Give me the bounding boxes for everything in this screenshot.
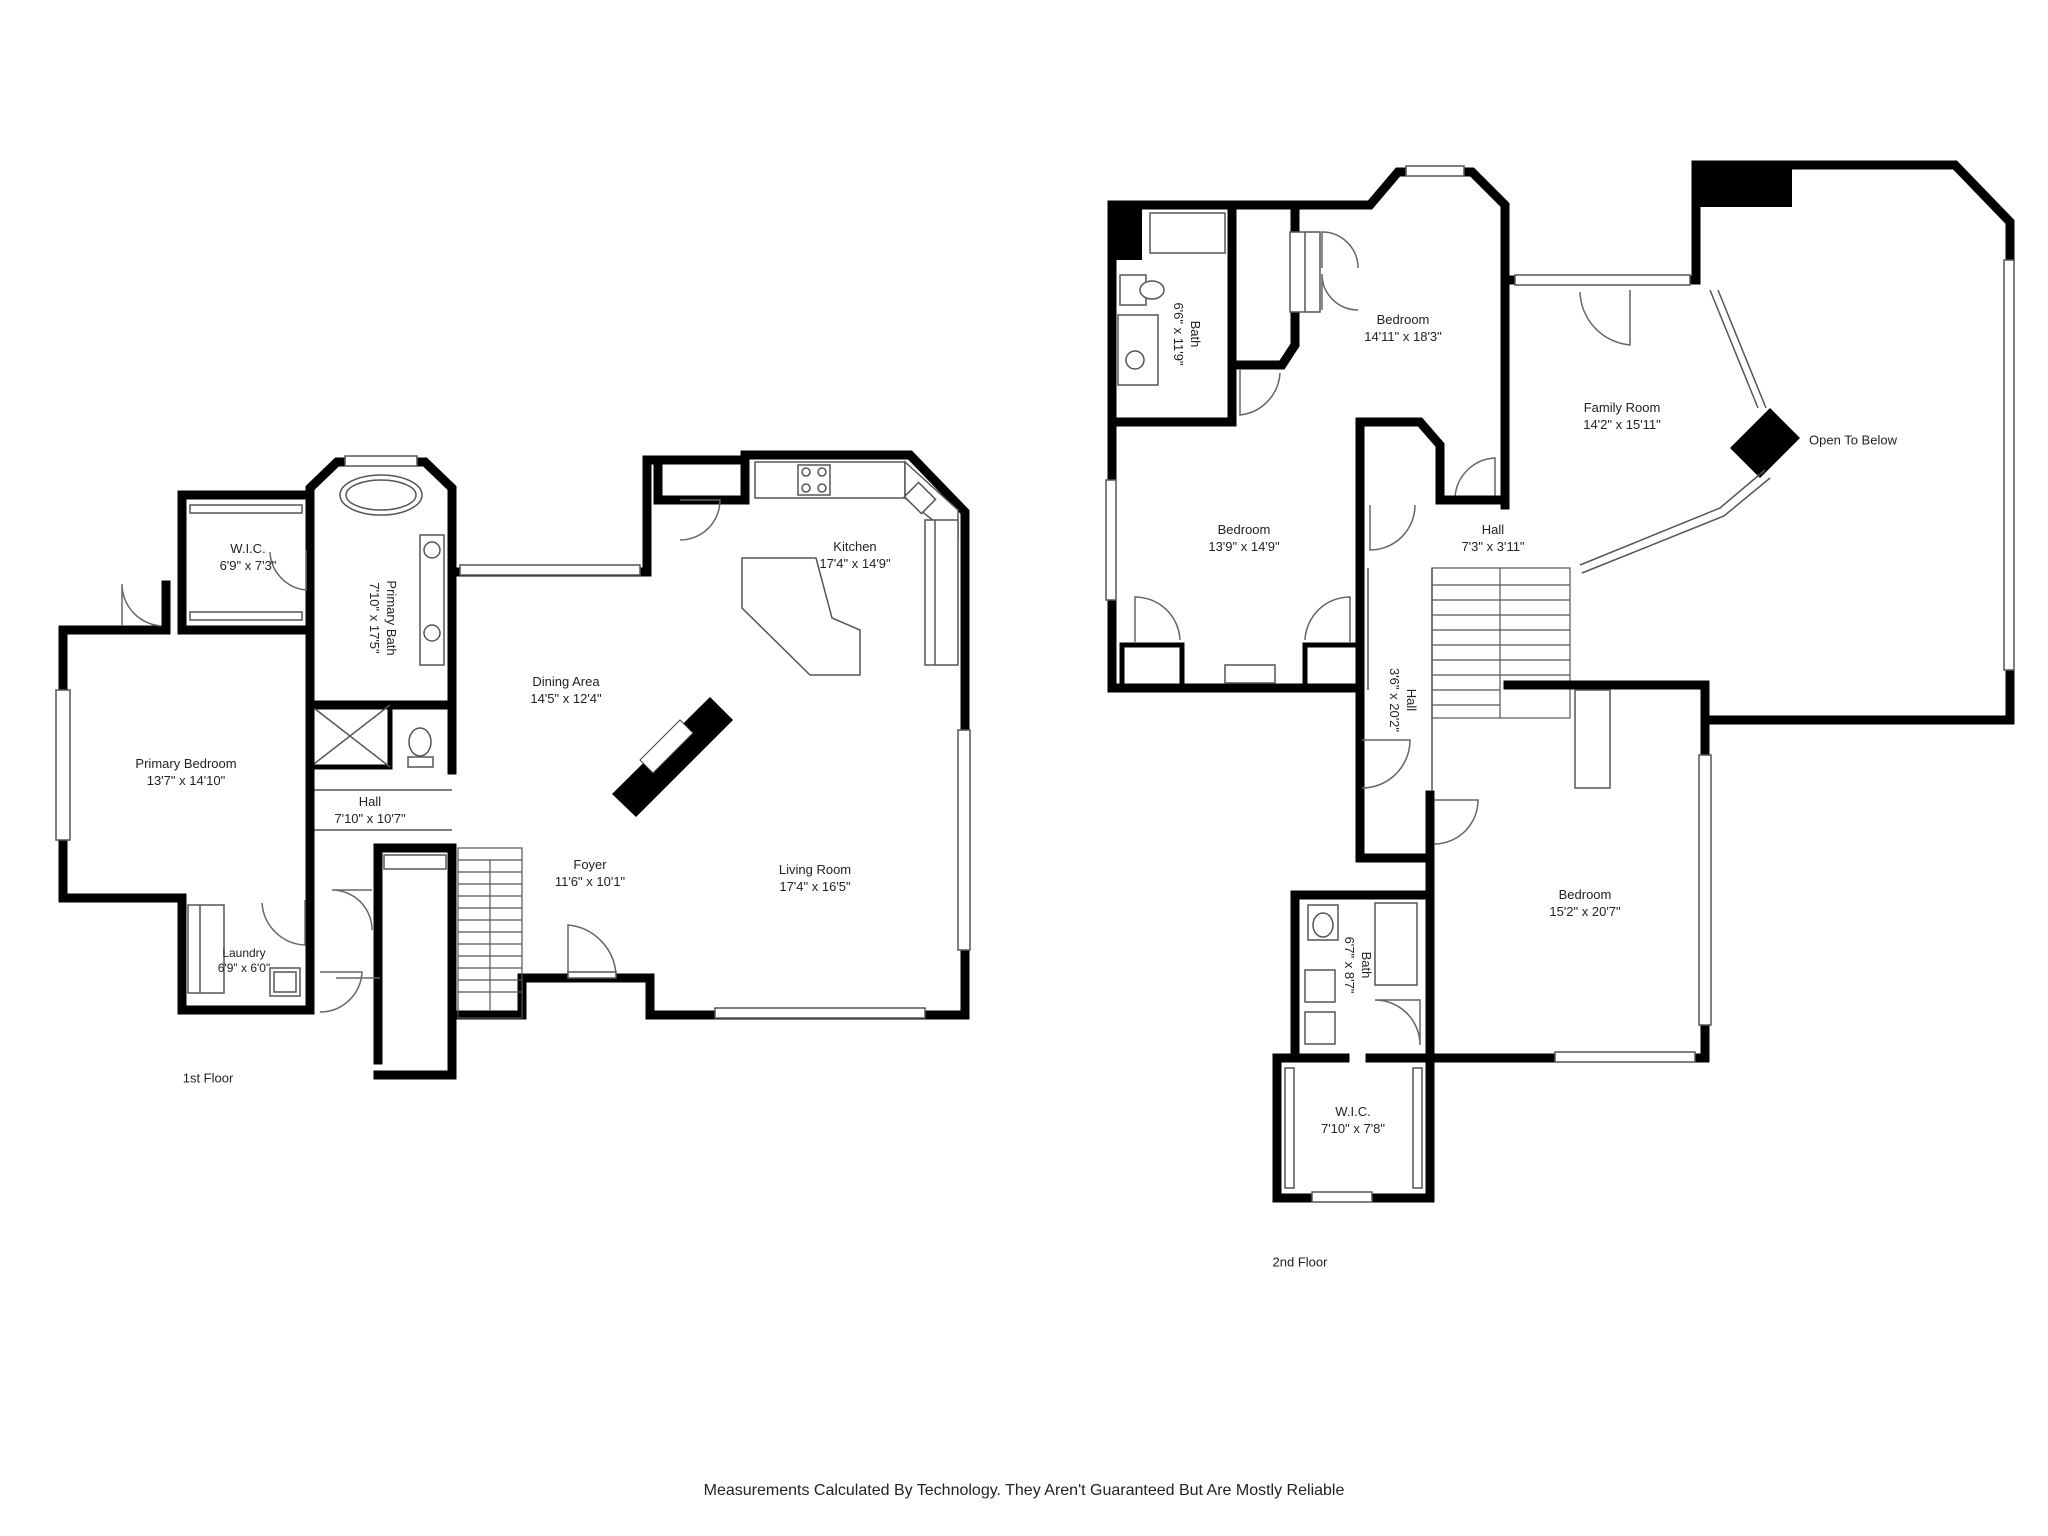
room-label-bedroom-2b: Bedroom 13'9" x 14'9" [1208, 521, 1279, 555]
room-name: Bedroom [1217, 522, 1271, 537]
room-label-hall-1: Hall 7'10" x 10'7" [334, 793, 405, 827]
laundry-walls [177, 893, 315, 1015]
room-name: Bedroom [1558, 887, 1612, 902]
primary-bath-walls [305, 457, 457, 710]
room-size: 17'4" x 16'5" [779, 879, 851, 894]
room-name: Bath [1359, 951, 1374, 979]
room-name: W.I.C. [230, 541, 266, 556]
room-size: 7'10" x 7'8" [1320, 1121, 1386, 1136]
floor-label-2nd: 2nd Floor [1272, 1254, 1328, 1270]
room-label-bedroom-2c: Bedroom 15'2" x 20'7" [1549, 886, 1620, 920]
room-size: 15'2" x 20'7" [1549, 904, 1621, 919]
room-size: 13'7" x 14'10" [146, 773, 226, 788]
room-size: 6'9" x 7'3" [219, 558, 277, 573]
room-label-hall-2a: Hall 7'3" x 3'11" [1461, 521, 1524, 555]
room-name: Bedroom [1376, 312, 1430, 327]
room-name: Living Room [778, 862, 852, 877]
room-size: 7'3" x 3'11" [1461, 539, 1525, 554]
second-floor-stairs [1431, 567, 1571, 719]
upper-left-walls [1107, 200, 1365, 693]
room-label-primary-bedroom: Primary Bedroom 13'7" x 14'10" [135, 755, 236, 789]
room-name: Dining Area [532, 674, 600, 689]
room-size: 7'10" x 17'5" [367, 582, 382, 654]
room-label-hall-2b: Hall 3'6" x 20'2" [1386, 668, 1420, 732]
room-name: W.I.C. [1335, 1104, 1371, 1119]
measurement-disclaimer: Measurements Calculated By Technology. T… [703, 1482, 1345, 1499]
stair-closet-walls [373, 843, 457, 1080]
room-size: 14'11" x 18'3" [1364, 329, 1442, 344]
room-name: Open To Below [1809, 432, 1897, 448]
upper-bath-walls [1290, 890, 1435, 1063]
room-name: Foyer [573, 857, 607, 872]
family-room-fireplace [1730, 408, 1800, 478]
first-floor-plan [55, 450, 971, 1080]
room-name: Laundry [222, 946, 266, 960]
room-name: Primary Bath [384, 580, 399, 656]
room-name: Hall [1404, 688, 1419, 712]
room-size: 6'9" x 6'0" [217, 961, 271, 975]
first-floor-stairs [457, 847, 523, 1019]
room-size: 6'6" x 11'9" [1171, 302, 1186, 366]
room-size: 7'10" x 10'7" [334, 811, 406, 826]
second-floor-plan [1105, 160, 2015, 1203]
room-label-bath-2a: Bath 6'6" x 11'9" [1170, 302, 1204, 365]
room-size: 14'5" x 12'4" [530, 691, 602, 706]
room-label-wic-2: W.I.C. 7'10" x 7'8" [1321, 1103, 1385, 1137]
room-name: Bath [1188, 320, 1203, 348]
room-size: 6'7" x 8'7" [1342, 936, 1357, 994]
room-label-primary-bath: Primary Bath 7'10" x 17'5" [366, 580, 400, 655]
fireplace [612, 697, 733, 817]
room-label-open-to-below: Open To Below [1809, 432, 1897, 449]
room-label-bath-2b: Bath 6'7" x 8'7" [1341, 937, 1375, 994]
room-name: Primary Bedroom [135, 756, 237, 771]
room-size: 13'9" x 14'9" [1208, 539, 1280, 554]
room-label-laundry: Laundry 6'9" x 6'0" [218, 946, 270, 976]
room-label-wic-1: W.I.C. 6'9" x 7'3" [220, 540, 277, 574]
room-label-dining-area: Dining Area 14'5" x 12'4" [530, 673, 601, 707]
room-name: Hall [1481, 522, 1505, 537]
room-name: Hall [358, 794, 382, 809]
room-label-bedroom-2a: Bedroom 14'11" x 18'3" [1364, 311, 1442, 345]
room-label-kitchen: Kitchen 17'4" x 14'9" [819, 538, 890, 572]
room-size: 14'2" x 15'11" [1583, 417, 1661, 432]
room-size: 17'4" x 14'9" [819, 556, 891, 571]
lower-right-bedroom-walls [1425, 680, 1710, 1063]
room-label-family-room: Family Room 14'2" x 15'11" [1583, 399, 1661, 433]
room-name: Kitchen [833, 539, 877, 554]
room-label-living-room: Living Room 17'4" x 16'5" [779, 861, 851, 895]
room-label-foyer: Foyer 11'6" x 10'1" [555, 856, 625, 890]
room-size: 3'6" x 20'2" [1387, 667, 1402, 733]
room-name: Family Room [1583, 400, 1661, 415]
room-size: 11'6" x 10'1" [554, 874, 626, 889]
kitchen-island [741, 557, 861, 676]
floor-label-1st: 1st Floor [182, 1070, 234, 1086]
